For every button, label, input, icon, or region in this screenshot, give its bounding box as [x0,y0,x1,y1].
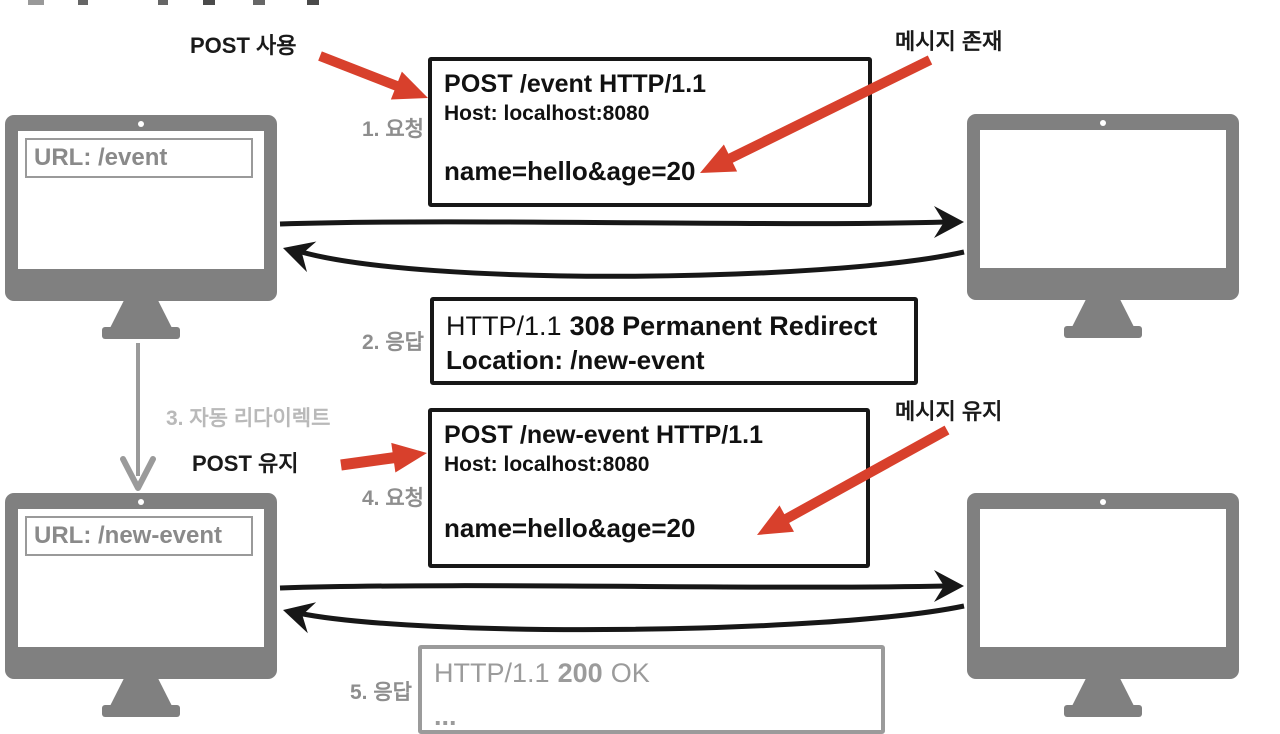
response-2-arrow [283,241,965,279]
monitor-stand [110,679,172,706]
step-1-request-label: 1. 요청 [362,118,424,141]
step-3-redirect-label: 3. 자동 리다이렉트 [166,407,331,430]
monitor-base [1064,705,1142,717]
request-body: name=hello&age=20 [444,155,696,186]
monitor-screen [980,130,1226,268]
address-bar-url: URL: /new-event [34,522,223,549]
request-4-arrow [279,570,964,602]
http-method: POST [444,70,513,98]
monitor-body [967,114,1239,300]
host-header: Host: localhost:8080 [444,102,650,126]
post-keep-arrow [340,442,427,473]
request-1-box: POST/event HTTP/1.1 Host: localhost:8080… [428,57,872,207]
webcam-dot-icon [1100,499,1106,505]
cropped-title-fragment [307,0,319,5]
host-header: Host: localhost:8080 [444,453,650,477]
post-keep-label: POST 유지 [192,451,299,476]
http-method: POST [444,421,513,449]
address-bar-url: URL: /event [34,144,168,171]
webcam-dot-icon [138,121,144,127]
message-exists-label: 메시지 존재 [895,29,1003,54]
monitor-stand [1072,679,1134,706]
post-use-arrow [318,51,428,100]
cropped-title-fragment [28,0,44,5]
monitor-body: URL: /new-event [5,493,277,679]
monitor-base [1064,326,1142,338]
address-bar: URL: /event [25,138,253,178]
request-line: POST/new-event HTTP/1.1 [444,421,763,449]
location-header: Location: /new-event [446,345,705,376]
monitor-stand [110,301,172,328]
post-use-label: POST 사용 [190,33,297,58]
monitor-base [102,327,180,339]
response-5-arrow [283,602,965,634]
cropped-title-fragment [203,0,215,5]
step-5-response-label: 5. 응답 [350,681,412,704]
message-keep-label: 메시지 유지 [895,399,1003,424]
webcam-dot-icon [138,499,144,505]
cropped-title-fragment [78,0,88,5]
response-body-ellipsis: ... [434,701,457,732]
auto-redirect-arrow [120,343,156,491]
monitor-body: URL: /event [5,115,277,301]
step-4-request-label: 4. 요청 [362,487,424,510]
monitor-base [102,705,180,717]
request-1-arrow [279,206,964,238]
monitor-screen: URL: /new-event [18,509,264,647]
monitor-screen: URL: /event [18,131,264,269]
webcam-dot-icon [1100,120,1106,126]
step-2-response-label: 2. 응답 [362,331,424,354]
request-4-box: POST/new-event HTTP/1.1 Host: localhost:… [428,408,870,568]
monitor-stand [1072,300,1134,327]
cropped-title-fragment [253,0,265,5]
monitor-body [967,493,1239,679]
cropped-title-fragment [158,0,168,5]
request-line: POST/event HTTP/1.1 [444,70,707,98]
address-bar: URL: /new-event [25,516,253,556]
request-body: name=hello&age=20 [444,512,696,543]
monitor-screen [980,509,1226,647]
